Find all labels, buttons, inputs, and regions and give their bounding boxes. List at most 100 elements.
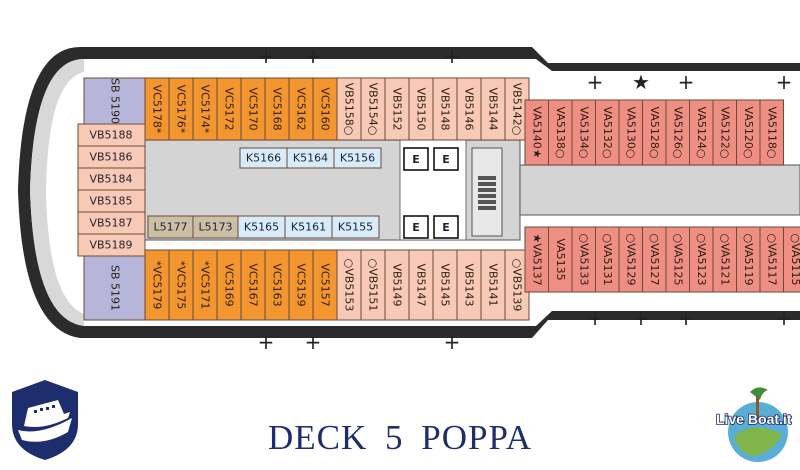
sb-suite[interactable] bbox=[83, 77, 146, 125]
va-top-cabin-label: VA5126○ bbox=[671, 107, 684, 159]
vb-top-cabin-label: VB5146 bbox=[463, 87, 476, 130]
k-cabin-label: K5165 bbox=[244, 221, 279, 234]
vc-top-cabin-label: VC5176* bbox=[175, 85, 188, 134]
accessible-marker: + bbox=[258, 44, 275, 68]
vc-bottom-cabin[interactable] bbox=[288, 249, 314, 321]
accessible-marker: + bbox=[444, 330, 461, 354]
va-bottom-cabin[interactable] bbox=[783, 226, 800, 293]
deck-title: DECK 5 POPPA bbox=[267, 418, 532, 457]
vc-bottom-cabin-label: VC5169 bbox=[223, 263, 236, 306]
va-top-cabin-label: VA5118○ bbox=[765, 107, 778, 159]
vb-top-cabin[interactable] bbox=[432, 77, 458, 141]
va-top-cabin-label: VA5130○ bbox=[624, 107, 637, 159]
vb-bottom-cabin-label: VB5145 bbox=[439, 263, 452, 306]
va-bottom-cabin-label: ○VA5123 bbox=[695, 234, 708, 286]
vc-bottom-cabin[interactable] bbox=[240, 249, 266, 321]
accessible-marker: + bbox=[258, 330, 275, 354]
vc-top-cabin[interactable] bbox=[288, 77, 314, 141]
vb-top-cabin[interactable] bbox=[456, 77, 482, 141]
k-cabin-label: K5161 bbox=[291, 221, 326, 234]
vc-bottom-cabin-label: VC5163 bbox=[271, 263, 284, 306]
vc-bottom-cabin-label: *VC5175 bbox=[175, 261, 188, 310]
elevator-3 bbox=[403, 215, 429, 239]
vc-top-cabin[interactable] bbox=[240, 77, 266, 141]
accessible-marker: + bbox=[587, 70, 604, 94]
va-bottom-cabin-label: ○VA5115 bbox=[789, 234, 800, 286]
k-cabin-label: K5155 bbox=[338, 221, 373, 234]
vc-top-cabin[interactable] bbox=[192, 77, 218, 141]
k-cabin[interactable] bbox=[331, 215, 380, 239]
va-bottom-cabin-label: VA5135 bbox=[554, 238, 567, 280]
vc-top-cabin[interactable] bbox=[144, 77, 170, 141]
va-top-cabin-label: VA5120○ bbox=[742, 107, 755, 159]
k-cabin-label: K5156 bbox=[340, 152, 375, 165]
vb-stern-cabin-label: VB5187 bbox=[89, 217, 132, 230]
va-bottom-cabin-label: ○VA5133 bbox=[577, 234, 590, 286]
vb-top-cabin[interactable] bbox=[336, 77, 362, 141]
va-bottom-cabin-label: ○VA5129 bbox=[624, 234, 637, 286]
va-bottom-cabin-label: ★VA5137 bbox=[530, 233, 543, 285]
vb-top-cabin[interactable] bbox=[480, 77, 506, 141]
vc-bottom-cabin[interactable] bbox=[312, 249, 338, 321]
vb-bottom-cabin[interactable] bbox=[336, 249, 362, 321]
vb-bottom-cabin-label: VB5149 bbox=[391, 263, 404, 306]
livebrat-logo: Live Boat.it bbox=[715, 387, 793, 462]
corridor-forward bbox=[519, 164, 800, 216]
va-top-cabin-label: VA5134○ bbox=[577, 107, 590, 159]
va-bottom-cabin-label: ○VA5125 bbox=[671, 234, 684, 286]
l-cabin-label: L5173 bbox=[198, 221, 232, 234]
va-top-cabin-label: VA5140★ bbox=[530, 106, 543, 158]
vb-bottom-cabin-label: VB5141 bbox=[487, 263, 500, 306]
vb-top-cabin-label: VB5148 bbox=[439, 87, 452, 130]
k-cabin[interactable] bbox=[333, 147, 382, 169]
vc-top-cabin-label: VC5162 bbox=[295, 87, 308, 130]
elevator-2 bbox=[433, 147, 459, 171]
va-top-cabin-label: VA5138○ bbox=[554, 107, 567, 159]
vc-top-cabin-label: VC5170 bbox=[247, 87, 260, 130]
vb-bottom-cabin-label: ○VB5151 bbox=[367, 259, 380, 312]
accessible-marker: + bbox=[633, 306, 650, 330]
vb-bottom-cabin[interactable] bbox=[360, 249, 386, 321]
elevator-mark: E bbox=[442, 153, 450, 166]
accessible-marker: + bbox=[678, 70, 695, 94]
vb-bottom-cabin[interactable] bbox=[432, 249, 458, 321]
sb-suite-label: SB 5190 bbox=[109, 78, 122, 124]
vb-stern-cabin-label: VB5184 bbox=[89, 173, 132, 186]
sb-suite-label: SB 5191 bbox=[109, 265, 122, 311]
accessible-marker: + bbox=[587, 306, 604, 330]
sb-suite[interactable] bbox=[83, 255, 146, 321]
vb-bottom-cabin[interactable] bbox=[408, 249, 434, 321]
vb-top-cabin[interactable] bbox=[360, 77, 386, 141]
vc-bottom-cabin-label: VC5159 bbox=[295, 263, 308, 306]
va-top-cabin[interactable] bbox=[759, 99, 784, 166]
va-bottom-cabin-label: ○VA5117 bbox=[765, 234, 778, 286]
vc-bottom-cabin[interactable] bbox=[192, 249, 218, 321]
vc-bottom-cabin[interactable] bbox=[144, 249, 170, 321]
vb-stern-cabin-label: VB5186 bbox=[89, 151, 132, 164]
stairs-icon bbox=[478, 176, 496, 210]
vb-stern-cabin-label: VB5189 bbox=[89, 239, 132, 252]
vb-bottom-cabin-label: ○VB5153 bbox=[343, 259, 356, 312]
k-cabin-label: K5164 bbox=[293, 152, 328, 165]
va-bottom-cabin-label: ○VA5121 bbox=[718, 234, 731, 286]
va-bottom-cabin-label: ○VA5127 bbox=[648, 234, 661, 286]
elevator-1 bbox=[403, 147, 429, 171]
vb-bottom-cabin[interactable] bbox=[456, 249, 482, 321]
stern-hatch bbox=[30, 59, 84, 326]
elevator-mark: E bbox=[442, 221, 450, 234]
accessible-marker: + bbox=[305, 330, 322, 354]
vc-bottom-cabin[interactable] bbox=[168, 249, 194, 321]
vb-stern-cabin-label: VB5185 bbox=[89, 195, 132, 208]
star-marker: ★ bbox=[632, 70, 650, 94]
vb-top-cabin[interactable] bbox=[408, 77, 434, 141]
vc-bottom-cabin[interactable] bbox=[216, 249, 242, 321]
vc-bottom-cabin-label: *VC5179 bbox=[151, 261, 164, 310]
vc-top-cabin-label: VC5168 bbox=[271, 87, 284, 130]
k-cabin-label: K5166 bbox=[246, 152, 281, 165]
vc-bottom-cabin-label: VC5157 bbox=[319, 263, 332, 306]
accessible-marker: + bbox=[776, 306, 793, 330]
vb-bottom-cabin-label: ○VB5139 bbox=[511, 259, 524, 312]
accessible-marker: + bbox=[678, 306, 695, 330]
elevator-4 bbox=[433, 215, 459, 239]
